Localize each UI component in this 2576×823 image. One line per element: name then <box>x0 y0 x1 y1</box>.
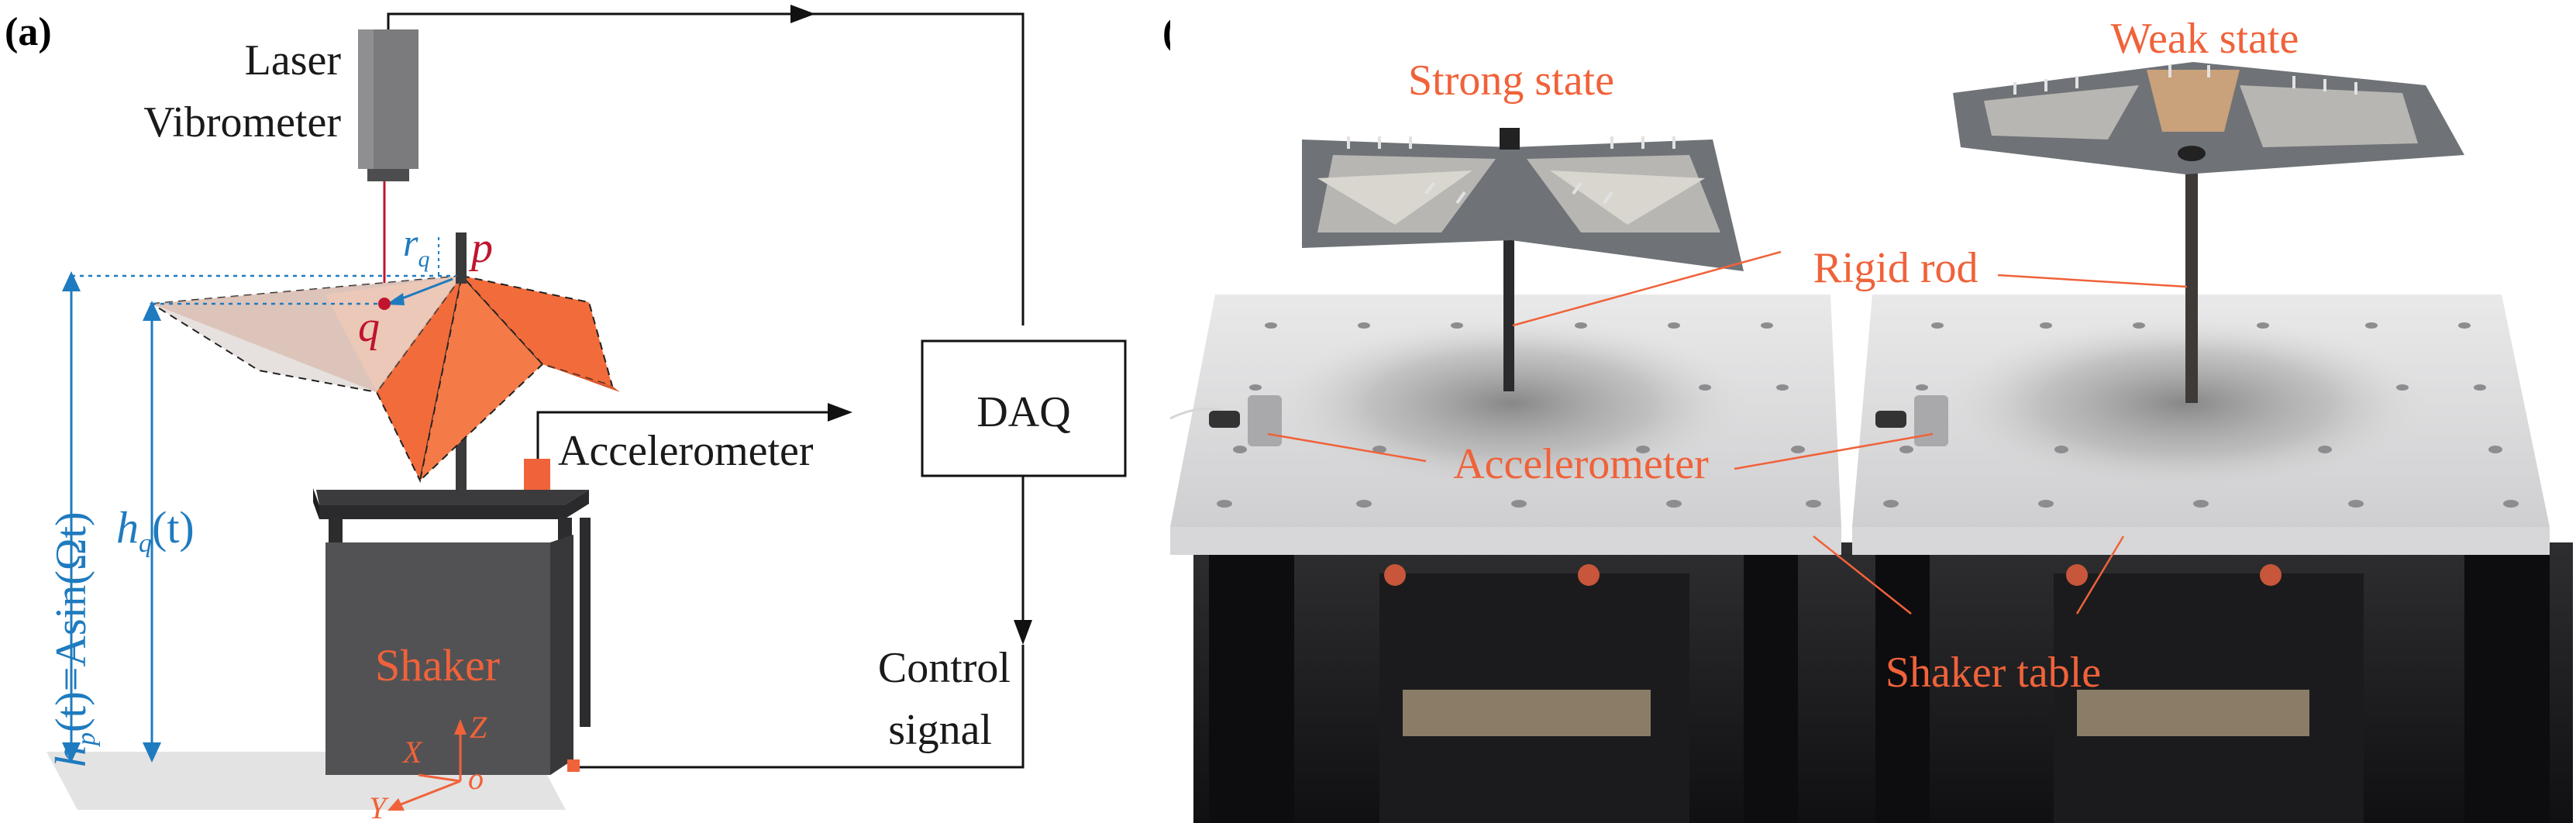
vibrometer-signal-wire <box>387 12 1025 325</box>
daq-box <box>921 339 1127 477</box>
origami-strong <box>1302 128 1744 271</box>
p-point <box>456 271 466 281</box>
accelerometer-wire <box>536 411 845 459</box>
shaker-plate-left <box>1170 294 1841 555</box>
accelerometer-block <box>524 459 550 490</box>
panel-a-label: (a) <box>5 10 52 54</box>
axis-x-label: X <box>401 735 423 770</box>
coordinate-axes <box>387 719 467 811</box>
rigid-rod-label: Rigid rod <box>1813 244 1978 292</box>
panel-a: (a) Laser Vibrometer DAQ Control signal … <box>5 5 1127 823</box>
q-label: q <box>358 303 380 351</box>
accel-arrow-head <box>828 403 852 422</box>
shaker <box>313 488 591 775</box>
laser-vibrometer <box>358 29 418 181</box>
origami-weak <box>1953 62 2464 174</box>
shaker-plate-right <box>1852 294 2550 555</box>
accelerometer-photo-left <box>1169 395 1282 446</box>
bolt-4 <box>2260 564 2282 586</box>
axis-y-label: Y <box>369 790 389 823</box>
axis-z-label: Z <box>470 710 487 745</box>
annotation-lines <box>1267 250 2188 615</box>
rod-right <box>2185 155 2198 403</box>
signal-arrow-head <box>790 5 815 23</box>
hp-label: hp(t)=Asin(Ωt) <box>47 511 101 767</box>
hq-label: hq(t) <box>116 502 195 558</box>
panel-b: (b) <box>1162 0 2576 823</box>
plate-holes <box>1217 322 2519 508</box>
vibrometer-label: Vibrometer <box>143 98 341 146</box>
control-wire-to-shaker <box>570 645 1025 769</box>
accelerometer-label: Accelerometer <box>558 427 814 475</box>
shaker-label: Shaker <box>375 640 500 690</box>
hp-arrow <box>62 271 81 763</box>
left-column <box>1209 542 1294 823</box>
shaker-table-label: Shaker table <box>1886 649 2101 697</box>
accelerometer-photo-label: Accelerometer <box>1453 440 1709 488</box>
laser-label: Laser <box>245 36 342 84</box>
signal-label: signal <box>888 706 992 754</box>
bolt-3 <box>2066 564 2088 586</box>
mid-column-1 <box>1744 542 1798 823</box>
strong-state-label: Strong state <box>1408 57 1614 105</box>
armature-1 <box>1403 690 1651 736</box>
q-point <box>378 298 391 310</box>
r-label: rq <box>403 221 429 272</box>
p-label: p <box>468 224 493 272</box>
bolt-1 <box>1384 564 1406 586</box>
right-column <box>2464 542 2550 823</box>
accelerometer-photo-right <box>1875 395 1948 446</box>
armature-2 <box>2077 690 2309 736</box>
r-vector-head <box>386 293 405 305</box>
rod-top <box>456 237 467 284</box>
control-label: Control <box>878 644 1011 692</box>
control-arrow-head <box>1014 620 1032 645</box>
bolt-2 <box>1578 564 1600 586</box>
daq-label: DAQ <box>976 388 1070 436</box>
mid-column-2 <box>1875 542 1930 823</box>
axis-o-label: o <box>468 761 484 796</box>
hq-arrow <box>143 301 161 763</box>
weak-state-label: Weak state <box>2111 15 2299 63</box>
